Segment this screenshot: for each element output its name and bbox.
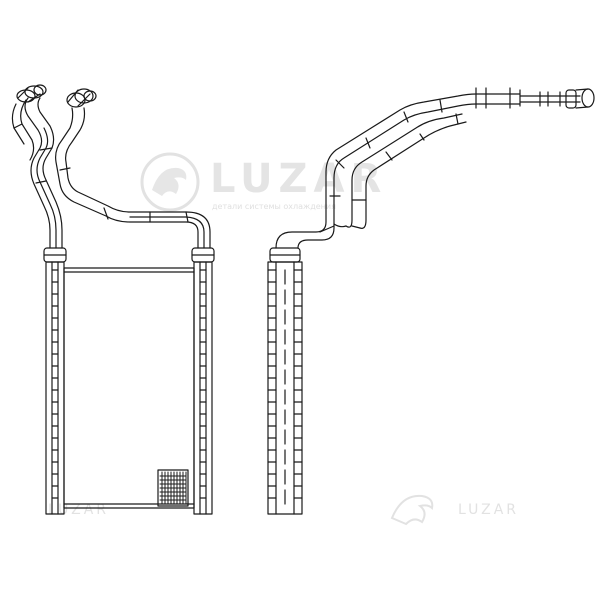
inner-pipe [11,99,35,161]
watermark-brand: LUZAR [210,156,388,202]
right-tank [193,261,213,515]
faint-watermark-right: LUZAR [388,488,588,528]
right-pipe [55,107,211,249]
left-pipe [24,97,63,249]
tank-collars [43,247,215,263]
side-tank [267,261,303,515]
tiger-seal-icon [140,152,200,212]
front-view [11,84,215,515]
luzar-watermark: LUZAR детали системы охлаждения [138,150,398,220]
watermark-brand-right: LUZAR [458,502,519,518]
watermark-tagline: детали системы охлаждения [212,202,336,211]
side-pipe [275,93,521,249]
label-hatch-block [157,469,189,507]
radiator-core [63,267,195,509]
side-pipe-end [475,87,595,109]
side-view [267,87,595,515]
side-tank-collar [269,247,301,263]
right-pipe-end [66,88,97,108]
left-pipe-end [16,84,47,103]
left-tank [45,261,65,515]
tiger-seal-icon [390,494,434,526]
